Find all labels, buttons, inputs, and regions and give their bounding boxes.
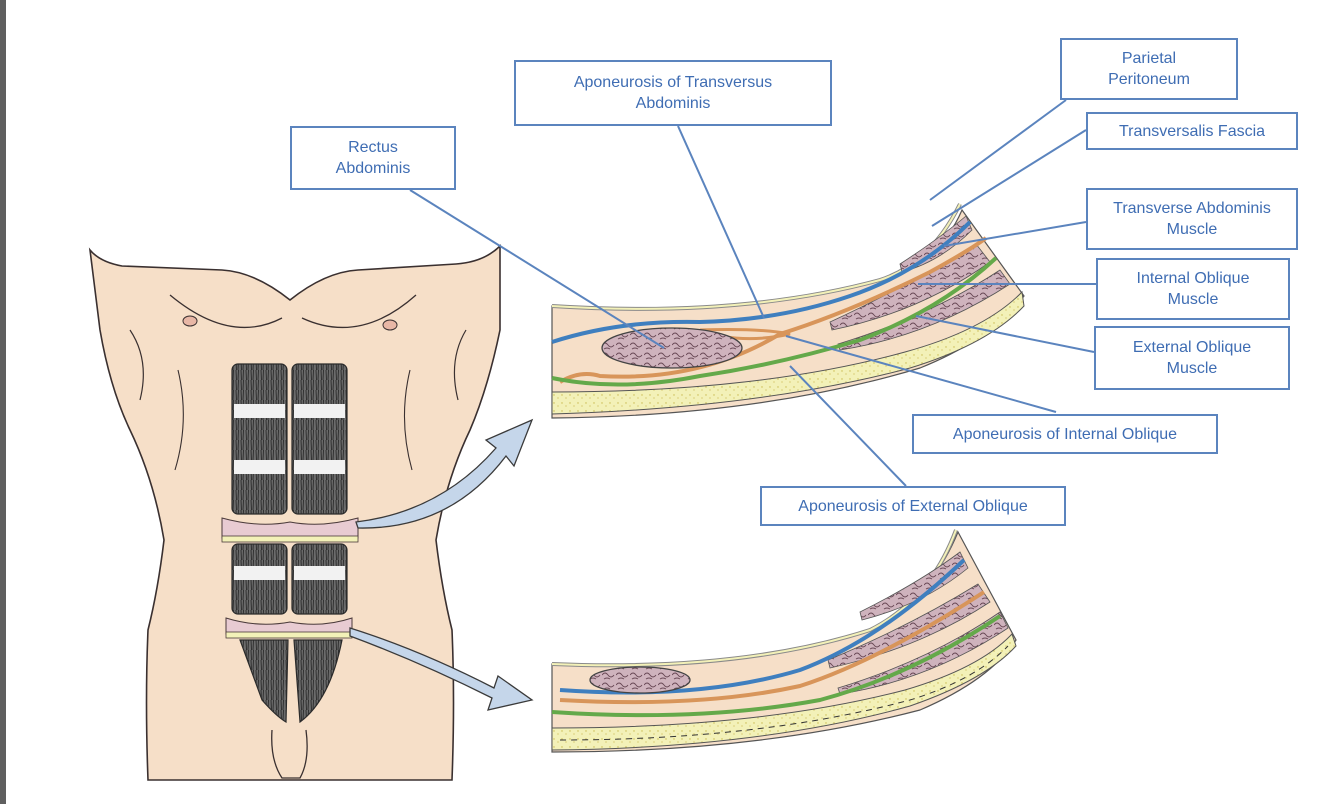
leader-lines	[409, 99, 1096, 487]
upper-fat-layer	[551, 290, 1025, 415]
leader-aponeurosis-transversus	[677, 125, 765, 319]
leader-aponeurosis-external	[789, 365, 907, 487]
label-aponeurosis-transversus: Aponeurosis of Transversus Abdominis	[514, 60, 832, 126]
label-rectus-line1: Rectus	[348, 139, 398, 156]
upper-cross-section	[551, 203, 1025, 419]
label-external-oblique-line1: External Oblique	[1132, 339, 1252, 356]
leader-rectus	[409, 189, 665, 349]
leader-transverse-abdominis	[943, 221, 1087, 247]
label-aponeurosis-transversus-line1: Aponeurosis of Transversus	[573, 74, 773, 91]
label-rectus-abdominis: Rectus Abdominis	[290, 126, 456, 190]
leader-external-oblique-muscle	[915, 315, 1095, 353]
upper-internal-oblique-line	[558, 236, 988, 384]
label-aponeurosis-internal-line1: Aponeurosis of Internal Oblique	[952, 425, 1178, 443]
window-left-edge	[0, 0, 6, 804]
label-internal-oblique-muscle: Internal Oblique Muscle	[1096, 258, 1290, 320]
upper-external-oblique-line	[551, 256, 998, 387]
leader-aponeurosis-internal	[785, 335, 1057, 413]
arrow-to-upper-section	[355, 418, 534, 529]
upper-rectus-oval	[601, 327, 743, 369]
label-transverse-abdominis-muscle: Transverse Abdominis Muscle	[1086, 188, 1298, 250]
label-external-oblique-line2: Muscle	[1166, 360, 1218, 377]
upper-transversalis-line	[551, 220, 972, 344]
label-aponeurosis-transversus-line2: Abdominis	[635, 95, 711, 112]
label-aponeurosis-external-oblique: Aponeurosis of External Oblique	[760, 486, 1066, 526]
lower-cross-section	[551, 529, 1017, 753]
label-parietal-peritoneum: Parietal Peritoneum	[1060, 38, 1238, 100]
torso-illustration	[88, 244, 501, 781]
label-parietal-peritoneum-line2: Peritoneum	[1108, 71, 1190, 88]
label-aponeurosis-internal-oblique: Aponeurosis of Internal Oblique	[912, 414, 1218, 454]
label-internal-oblique-line1: Internal Oblique	[1136, 270, 1250, 287]
label-rectus-line2: Abdominis	[335, 160, 411, 177]
upper-transverse-muscle	[899, 215, 973, 273]
label-transversalis-fascia-line1: Transversalis Fascia	[1118, 122, 1266, 140]
label-internal-oblique-line2: Muscle	[1167, 291, 1219, 308]
leader-parietal-peritoneum	[929, 99, 1067, 201]
label-transversalis-fascia: Transversalis Fascia	[1086, 112, 1298, 150]
label-transverse-abdominis-line2: Muscle	[1166, 221, 1218, 238]
leader-transversalis-fascia	[931, 129, 1087, 227]
label-parietal-peritoneum-line1: Parietal	[1121, 50, 1177, 67]
lower-rectus-oval	[589, 666, 691, 694]
label-aponeurosis-external-line1: Aponeurosis of External Oblique	[798, 497, 1028, 515]
label-transverse-abdominis-line1: Transverse Abdominis	[1113, 200, 1271, 217]
arrow-to-lower-section	[349, 627, 534, 711]
label-external-oblique-muscle: External Oblique Muscle	[1094, 326, 1290, 390]
lower-fat-layer	[551, 633, 1017, 751]
